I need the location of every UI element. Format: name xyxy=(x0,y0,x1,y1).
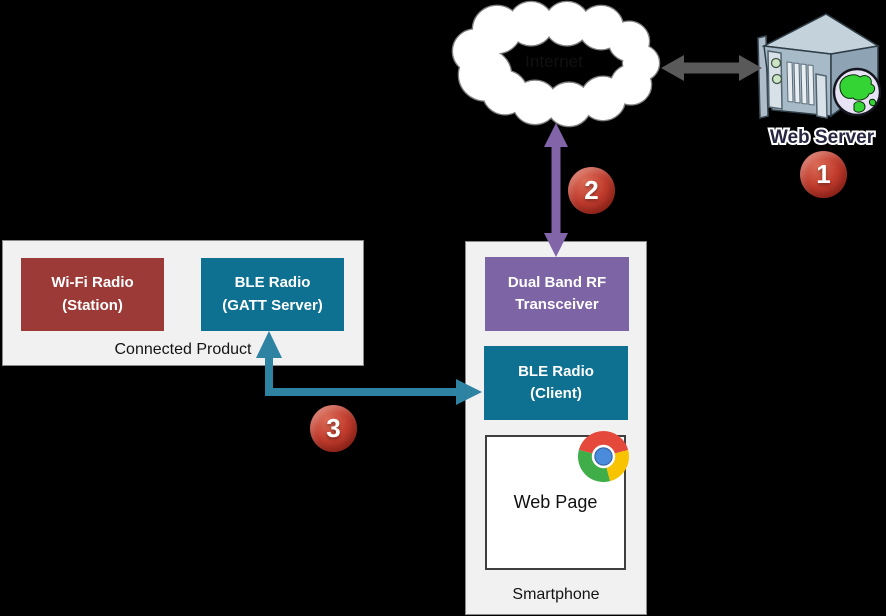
step-badge-3-number: 3 xyxy=(326,413,341,443)
wifi-radio-line2: (Station) xyxy=(62,296,123,314)
ble-client-line1: BLE Radio xyxy=(518,362,594,380)
connected-product-label: Connected Product xyxy=(114,341,252,358)
ble-gatt-server-box: BLE Radio (GATT Server) xyxy=(201,258,344,331)
ble-gatt-line2: (GATT Server) xyxy=(222,296,323,314)
connected-product-panel: Wi-Fi Radio (Station) BLE Radio (GATT Se… xyxy=(2,240,364,366)
step-badge-3: 3 xyxy=(310,405,357,452)
rf-transceiver-box: Dual Band RF Transceiver xyxy=(485,257,629,331)
step-badge-2-number: 2 xyxy=(584,175,599,205)
wifi-radio-box: Wi-Fi Radio (Station) xyxy=(21,258,164,331)
web-server-label: Web Server xyxy=(770,127,875,148)
rf-transceiver-line1: Dual Band RF xyxy=(507,273,607,291)
wifi-radio-line1: Wi-Fi Radio xyxy=(51,274,134,291)
internet-label: Internet xyxy=(525,52,583,71)
step-badge-1-number: 1 xyxy=(816,159,831,189)
cloud-icon xyxy=(451,0,661,128)
step-badge-1: 1 xyxy=(800,151,847,198)
web-page-label: Web Page xyxy=(513,492,598,512)
smartphone-panel: Dual Band RF Transceiver BLE Radio (Clie… xyxy=(465,241,647,615)
smartphone-label: Smartphone xyxy=(512,586,600,603)
arrow-internet-smartphone xyxy=(544,123,568,257)
rf-transceiver-line2: Transceiver xyxy=(515,296,599,313)
arrow-internet-webserver xyxy=(661,55,762,81)
chrome-icon xyxy=(577,430,630,483)
ble-gatt-line1: BLE Radio xyxy=(234,274,311,291)
ble-client-box: BLE Radio (Client) xyxy=(484,346,628,420)
step-badge-2: 2 xyxy=(568,167,615,214)
ble-client-line2: (Client) xyxy=(530,385,582,402)
web-server-icon xyxy=(757,13,882,119)
web-server-label-wrap: Web Server xyxy=(768,125,877,150)
